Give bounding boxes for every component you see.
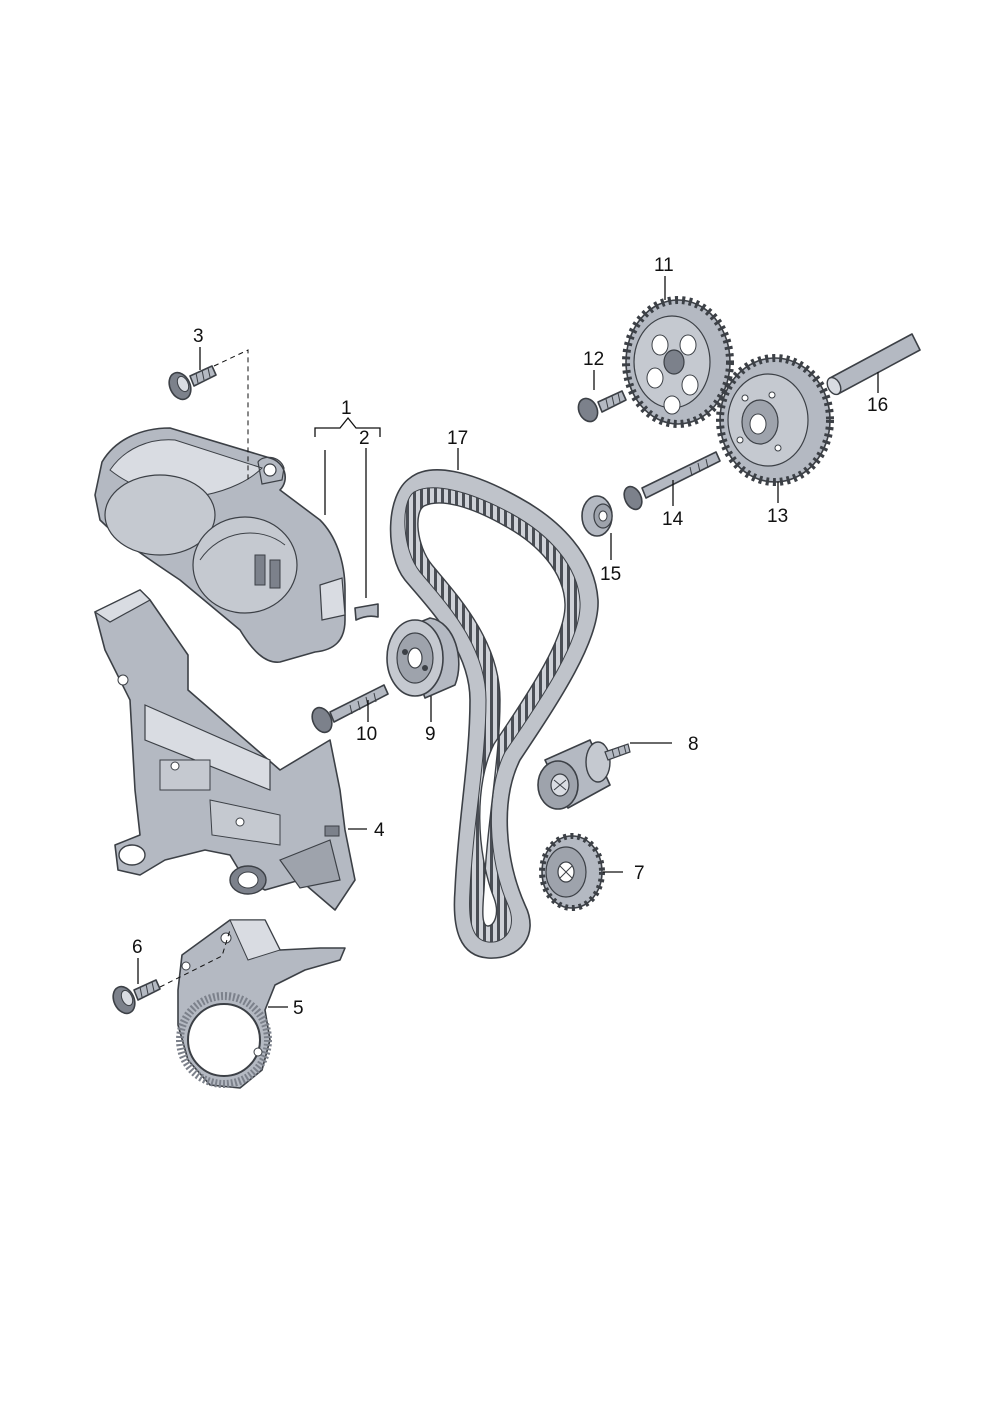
callout-2: 2 — [359, 428, 370, 449]
callout-labels: 1 2 3 4 5 6 7 8 9 10 11 12 13 14 15 16 1… — [132, 255, 888, 1019]
callout-8: 8 — [688, 734, 699, 755]
callout-6: 6 — [132, 937, 143, 958]
sprocket-bolt-drawing — [577, 390, 627, 423]
rear-cover-plate-drawing — [176, 919, 346, 1089]
callout-15: 15 — [600, 564, 621, 585]
callout-1: 1 — [341, 398, 352, 419]
washer-nut-drawing — [581, 495, 613, 537]
upper-timing-cover-drawing — [94, 427, 346, 663]
long-bolt-drawing — [623, 451, 721, 511]
callout-10: 10 — [356, 724, 377, 745]
callout-7: 7 — [634, 863, 645, 884]
callout-17: 17 — [447, 428, 468, 449]
lower-timing-cover-drawing — [93, 589, 356, 911]
callout-5: 5 — [293, 998, 304, 1019]
callout-12: 12 — [583, 349, 604, 370]
cover-bolt-drawing — [168, 365, 217, 401]
callout-3: 3 — [193, 326, 204, 347]
leader-lines — [137, 276, 879, 1008]
clip-drawing — [354, 603, 379, 621]
tensioner-bolt-drawing — [311, 684, 389, 734]
callout-13: 13 — [767, 506, 788, 527]
callout-4: 4 — [374, 820, 385, 841]
timing-belt-drawing — [389, 469, 599, 959]
callout-14: 14 — [662, 509, 684, 530]
callout-11: 11 — [654, 255, 674, 276]
plate-bolt-drawing — [112, 979, 161, 1015]
crankshaft-sprocket-drawing — [539, 833, 605, 911]
callout-16: 16 — [867, 395, 888, 416]
callout-9: 9 — [425, 724, 436, 745]
dowel-pin-drawing — [826, 333, 921, 396]
camshaft-sprocket-drawing — [622, 296, 734, 428]
idler-roller-drawing — [537, 739, 631, 810]
camshaft-sprocket-second-drawing — [716, 354, 834, 486]
tensioner-pulley-drawing — [386, 617, 460, 699]
